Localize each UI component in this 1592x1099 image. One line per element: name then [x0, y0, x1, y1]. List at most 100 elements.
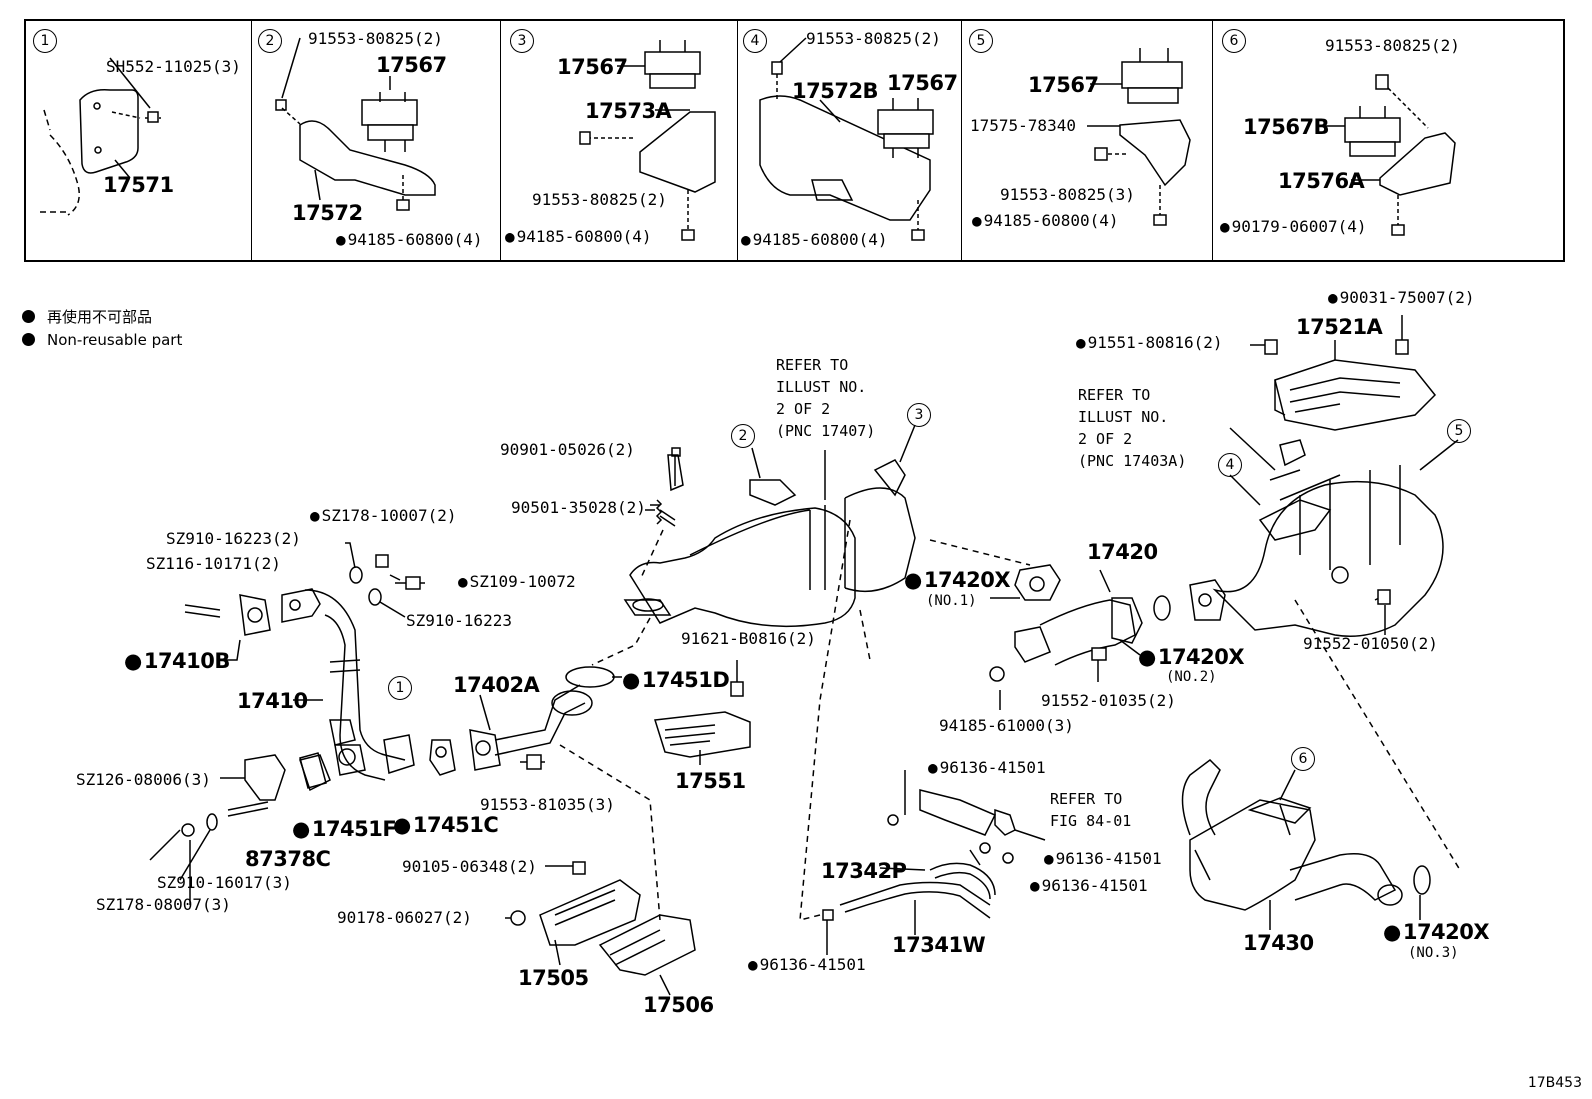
refer-note-fig: REFER TO FIG 84-01 — [1050, 790, 1132, 830]
part-label[interactable]: 17420X — [1383, 921, 1490, 943]
part-label[interactable]: 90031-75007(2) — [1328, 289, 1475, 307]
callout-5[interactable]: 5 — [1447, 419, 1471, 443]
part-label[interactable]: 17551 — [675, 769, 746, 793]
part-label[interactable]: 17342P — [821, 859, 907, 883]
non-reusable-dot-icon — [22, 310, 35, 323]
drawing-code: 17B453 — [1527, 1075, 1582, 1091]
part-label[interactable]: 90178-06027(2) — [337, 908, 472, 927]
part-label[interactable]: 91553-80825(2) — [308, 29, 443, 48]
part-label[interactable]: 17521A — [1296, 315, 1383, 339]
bracket-17572B-drawing — [759, 37, 934, 241]
part-label[interactable]: 17572 — [292, 201, 363, 225]
part-label[interactable]: SH552-11025(3) — [106, 57, 241, 76]
part-label[interactable]: 17420X — [904, 569, 1011, 591]
part-label[interactable]: 17567 — [557, 55, 628, 79]
part-note: (NO.2) — [1166, 669, 1217, 685]
part-label[interactable]: 91552-01035(2) — [1041, 691, 1176, 710]
part-label[interactable]: 91621-B0816(2) — [681, 629, 816, 648]
legend-en: Non-reusable part — [22, 331, 182, 349]
front-pipe-17410-drawing — [184, 542, 425, 792]
non-reusable-dot-icon — [22, 333, 35, 346]
part-label[interactable]: 17567 — [376, 53, 447, 77]
callout-2[interactable]: 2 — [731, 424, 755, 448]
part-label[interactable]: 17567 — [1028, 73, 1099, 97]
bolt-spring-drawing — [639, 447, 681, 581]
legend-jp: 再使用不可部品 — [22, 306, 152, 327]
refer-note-catalyst-2: REFER TO ILLUST NO. 2 OF 2 (PNC 17403A) — [1078, 386, 1187, 470]
part-label[interactable]: 17576A — [1278, 169, 1365, 193]
callout-1[interactable]: 1 — [388, 676, 412, 700]
part-label[interactable]: 17573A — [585, 99, 672, 123]
part-label[interactable]: 94185-61000(3) — [939, 716, 1074, 735]
bracket-17571-drawing — [40, 57, 161, 216]
part-label[interactable]: SZ178-10007(2) — [310, 507, 457, 525]
part-label[interactable]: 90179-06007(4) — [1220, 218, 1367, 236]
insulator-17521A-drawing — [1250, 315, 1437, 431]
part-label[interactable]: 91553-80825(2) — [806, 29, 941, 48]
part-label[interactable]: 17420X — [1138, 646, 1245, 668]
callout-6[interactable]: 6 — [1291, 747, 1315, 771]
part-label[interactable]: 91553-81035(3) — [480, 795, 615, 814]
part-label[interactable]: 17420 — [1087, 540, 1158, 564]
part-label[interactable]: 94185-60800(4) — [336, 231, 483, 249]
insulator-17551-drawing — [654, 660, 751, 765]
part-label[interactable]: 17505 — [518, 966, 589, 990]
inset-number-1: 1 — [33, 29, 57, 53]
part-label[interactable]: SZ109-10072 — [458, 573, 576, 591]
part-label[interactable]: 17451D — [622, 669, 730, 691]
part-label[interactable]: 17567B — [1243, 115, 1330, 139]
part-label[interactable]: 17506 — [643, 993, 714, 1017]
bracket-17576A-drawing — [1316, 74, 1456, 236]
part-label[interactable]: SZ178-08007(3) — [96, 895, 231, 914]
part-label[interactable]: 90501-35028(2) — [511, 498, 646, 517]
inset-divider — [737, 21, 738, 260]
part-label[interactable]: SZ910-16223(2) — [166, 529, 301, 548]
bracket-inset-panel — [24, 19, 1565, 262]
hose-bracket-drawing — [822, 770, 1046, 955]
part-label[interactable]: 91551-80816(2) — [1076, 334, 1223, 352]
insulator-17505-17506-drawing — [505, 861, 696, 996]
part-label[interactable]: 17430 — [1243, 931, 1314, 955]
part-label[interactable]: 17410B — [124, 650, 231, 672]
part-label[interactable]: 91553-80825(2) — [1325, 36, 1460, 55]
catalytic-converter-2-drawing — [1189, 427, 1461, 871]
part-label[interactable]: 87378C — [245, 847, 331, 871]
part-label[interactable]: 17575-78340 — [970, 116, 1076, 135]
part-label[interactable]: 17410 — [237, 689, 308, 713]
part-label[interactable]: 17341W — [892, 933, 986, 957]
part-label[interactable]: 91553-80825(3) — [1000, 185, 1135, 204]
part-label[interactable]: 90105-06348(2) — [402, 857, 537, 876]
part-label[interactable]: 94185-60800(4) — [505, 228, 652, 246]
callout-3[interactable]: 3 — [907, 403, 931, 427]
part-label[interactable]: 90901-05026(2) — [500, 440, 635, 459]
part-label[interactable]: SZ116-10171(2) — [146, 554, 281, 573]
callout-4[interactable]: 4 — [1218, 453, 1242, 477]
part-label[interactable]: SZ126-08006(3) — [76, 770, 211, 789]
inset-number-2: 2 — [258, 29, 282, 53]
part-label[interactable]: 96136-41501 — [928, 759, 1046, 777]
part-label[interactable]: 17572B — [792, 79, 879, 103]
part-label[interactable]: 17451F — [292, 818, 397, 840]
part-label[interactable]: 91553-80825(2) — [532, 190, 667, 209]
inset-divider — [500, 21, 501, 260]
part-label[interactable]: 17402A — [453, 673, 540, 697]
part-label[interactable]: 91552-01050(2) — [1303, 634, 1438, 653]
part-label[interactable]: 96136-41501 — [1030, 877, 1148, 895]
inset-divider — [1212, 21, 1213, 260]
inset-number-5: 5 — [969, 29, 993, 53]
part-label[interactable]: 17451C — [393, 814, 499, 836]
part-label[interactable]: 96136-41501 — [748, 956, 866, 974]
part-label[interactable]: 17567 — [887, 71, 958, 95]
inset-divider — [251, 21, 252, 260]
part-label[interactable]: 94185-60800(4) — [741, 231, 888, 249]
part-label[interactable]: 17571 — [103, 173, 174, 197]
part-note: (NO.1) — [926, 593, 977, 609]
part-label[interactable]: 96136-41501 — [1044, 850, 1162, 868]
refer-note-catalyst-1: REFER TO ILLUST NO. 2 OF 2 (PNC 17407) — [776, 356, 876, 440]
gasket-17451D-drawing — [565, 666, 615, 688]
muffler-17430-drawing — [1181, 759, 1431, 930]
bracket-17575-drawing — [1087, 48, 1191, 226]
part-label[interactable]: SZ910-16223 — [406, 611, 512, 630]
part-label[interactable]: 94185-60800(4) — [972, 212, 1119, 230]
